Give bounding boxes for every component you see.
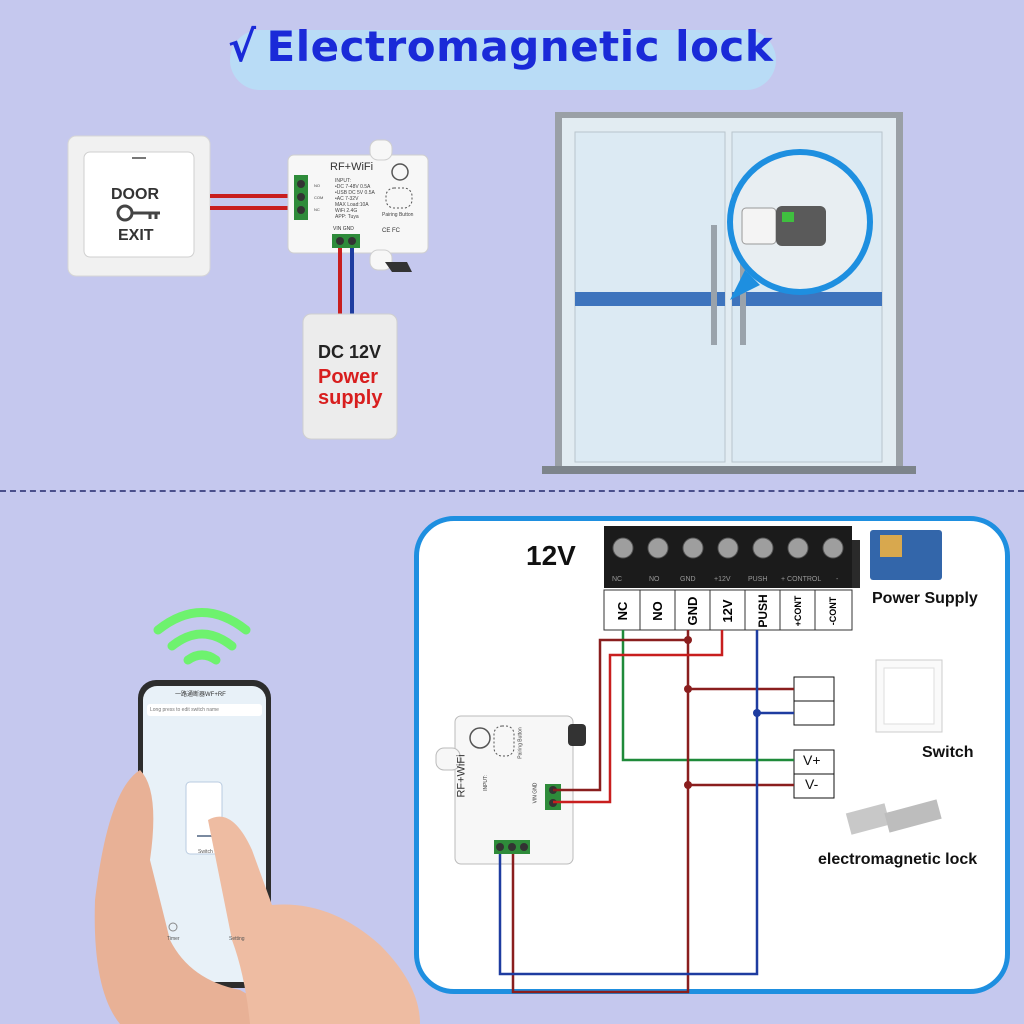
title-label: Electromagnetic lock	[266, 22, 774, 71]
power-supply-line2: Power	[318, 366, 379, 388]
strip-label-gnd: GND	[680, 576, 696, 583]
phone-switch-label[interactable]: Switch	[198, 849, 213, 855]
switch-label: Switch	[922, 744, 974, 761]
phone-hint[interactable]: Long press to edit switch name	[150, 707, 219, 713]
power-supply-box	[302, 313, 398, 440]
title-banner	[230, 30, 776, 90]
module-bottom-specs: INPUT:	[482, 775, 489, 791]
voltage-label: 12V	[526, 540, 576, 571]
module-specs: INPUT:•DC 7-48V 0.5A•USB DC 5V 0.5A•AC 7…	[335, 178, 375, 220]
module-name: RF+WiFi	[330, 161, 374, 173]
strip-label-no: NO	[649, 576, 660, 583]
terminal-mcont: -CONT	[828, 596, 838, 626]
terminal-nc: NC	[615, 601, 630, 621]
wifi-icon	[153, 608, 251, 665]
strip-label-push: PUSH	[748, 576, 768, 583]
phone-timer[interactable]: Timer	[167, 936, 180, 942]
terminal-12v: 12V	[720, 599, 735, 623]
terminal-no: NO	[650, 601, 665, 621]
terminal-pcont: +CONT	[793, 595, 803, 627]
circuit-panel	[414, 516, 1010, 994]
top-illustration	[67, 112, 916, 474]
power-supply-line3: supply	[318, 387, 383, 409]
pairing-label: Pairing Button	[382, 212, 414, 218]
vminus-label: V-	[805, 776, 819, 792]
power-supply-label: Power Supply	[872, 590, 978, 607]
door-exit-button	[67, 135, 211, 277]
section-divider	[0, 490, 1024, 492]
strip-label-minus: -	[836, 576, 839, 583]
rf-wifi-module-top	[287, 139, 429, 272]
power-supply-line1: DC 12V	[318, 342, 382, 362]
glass-door	[542, 112, 916, 474]
strip-label-control: + CONTROL	[781, 576, 822, 583]
check-icon: √	[228, 22, 257, 71]
phone-app-title: 一路通断器WF+RF	[175, 692, 226, 698]
exit-button-line2: EXIT	[118, 227, 154, 244]
page-title: √Electromagnetic lock	[228, 22, 773, 71]
exit-button-line1: DOOR	[111, 186, 159, 203]
vplus-label: V+	[803, 752, 821, 768]
phone-setting[interactable]: Setting	[229, 936, 245, 942]
strip-label-nc: NC	[612, 576, 623, 583]
module-bottom-pairing: Pairing Button	[517, 727, 524, 759]
module-bottom-power: VIN GND	[532, 782, 539, 804]
strip-label-12v: +12V	[714, 576, 731, 583]
lock-label: electromagnetic lock	[818, 851, 978, 868]
module-power-terminals: VIN GND	[333, 226, 354, 232]
module-cert: CE FC	[382, 228, 400, 234]
terminal-gnd: GND	[685, 596, 700, 626]
module-bottom-name: RF+WiFi	[455, 754, 468, 798]
terminal-push: PUSH	[756, 594, 770, 628]
